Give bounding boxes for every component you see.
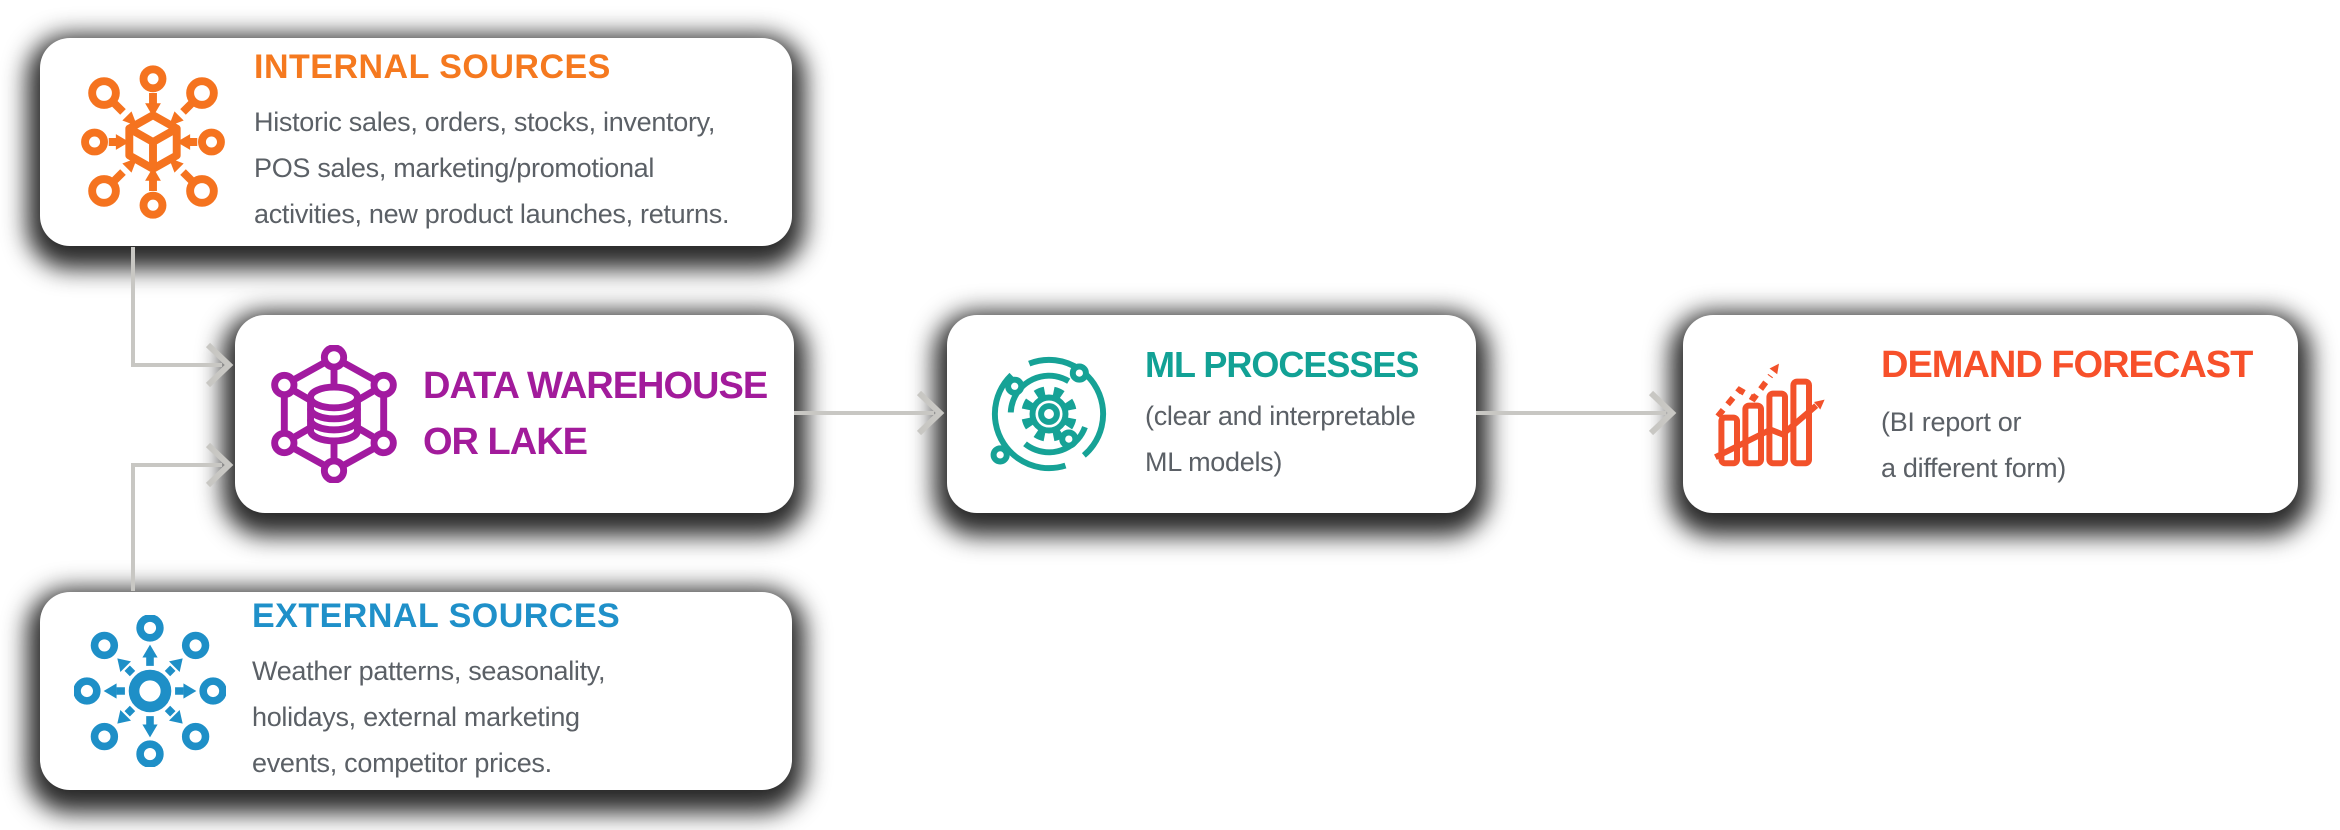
ml-processes-subtitle-line: (clear and interpretable (1145, 401, 1416, 431)
ml-processes-title: ML PROCESSES (1145, 344, 1419, 385)
hub-outbound-arrows-icon (74, 615, 226, 767)
demand-forecast-subtitle-line: (BI report or (1881, 407, 2022, 437)
card-ml-processes: ML PROCESSES (clear and interpretable ML… (947, 315, 1476, 513)
arrowhead-icon (205, 442, 234, 488)
external-sources-description-line: Weather patterns, seasonality, (252, 655, 606, 686)
arrowhead-icon (205, 342, 234, 388)
internal-sources-title: INTERNAL SOURCES (254, 47, 611, 86)
gear-orbits-icon (983, 348, 1115, 480)
internal-sources-description-line: Historic sales, orders, stocks, inventor… (254, 106, 716, 137)
arrowhead-icon (916, 390, 945, 436)
demand-forecast-title: DEMAND FORECAST (1881, 344, 2253, 386)
internal-sources-description-line: POS sales, marketing/promotional (254, 152, 655, 183)
ml-processes-subtitle-line: ML models) (1145, 447, 1283, 477)
external-sources-title: EXTERNAL SOURCES (252, 596, 621, 635)
cube-inbound-arrows-icon (74, 63, 232, 221)
demand-forecast-subtitle-line: a different form) (1881, 453, 2066, 483)
connector-external-to-warehouse (131, 463, 222, 591)
external-sources-description-line: holidays, external marketing (252, 701, 580, 732)
card-internal-sources: INTERNAL SOURCES Historic sales, orders,… (40, 38, 792, 246)
card-data-warehouse: DATA WAREHOUSE OR LAKE (235, 315, 794, 513)
arrowhead-icon (1648, 390, 1677, 436)
external-sources-description-line: events, competitor prices. (252, 747, 552, 778)
data-warehouse-title-line: DATA WAREHOUSE (423, 365, 768, 407)
card-demand-forecast: DEMAND FORECAST (BI report or a differen… (1683, 315, 2298, 513)
data-warehouse-title-line: OR LAKE (423, 421, 588, 463)
connector-internal-to-warehouse (131, 247, 222, 367)
card-external-sources: EXTERNAL SOURCES Weather patterns, seaso… (40, 592, 792, 790)
database-network-icon (265, 345, 403, 483)
bar-chart-trend-icon (1713, 354, 1833, 474)
internal-sources-description-line: activities, new product launches, return… (254, 198, 730, 229)
